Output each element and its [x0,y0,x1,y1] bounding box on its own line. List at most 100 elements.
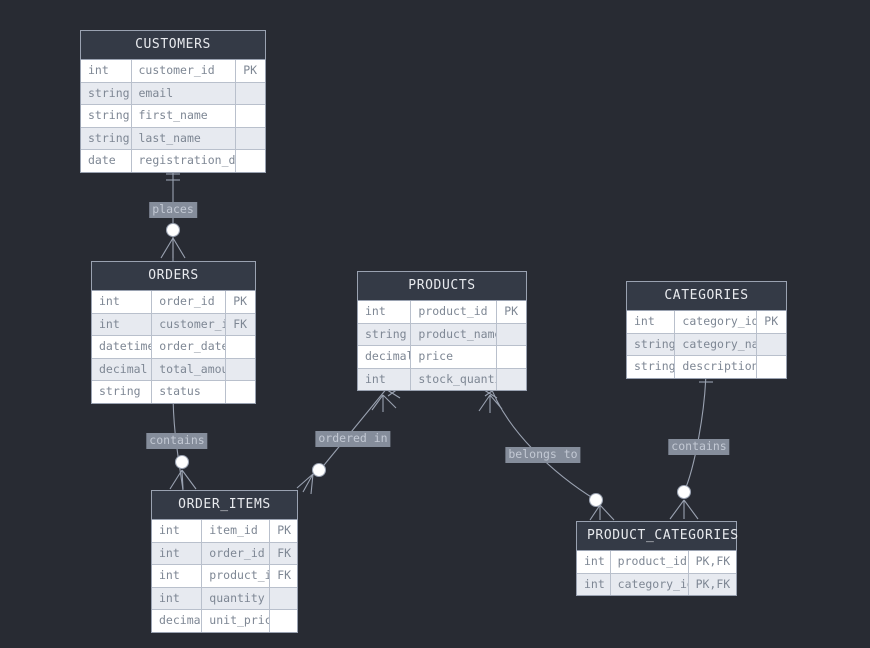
attribute-key [497,323,526,345]
attribute-key [270,587,297,609]
attribute-type: string [81,127,132,149]
attribute-name: item_id [202,520,271,542]
entity-title: PRODUCTS [358,272,526,301]
attribute-type: int [152,542,203,564]
attribute-type: int [627,311,676,333]
attribute-name: category_id [675,311,758,333]
attribute-name: last_name [131,127,237,149]
attribute-key: PK [270,520,297,542]
relationship-label-categories-product-categories: contains [668,439,730,455]
attribute-key [236,82,265,104]
attribute-name: order_date [152,336,227,358]
attribute-type: string [627,333,676,355]
attribute-name: stock_quantity [411,368,498,390]
attribute-type: date [81,150,132,172]
attribute-type: int [152,520,203,542]
attribute-name: category_id [610,573,689,595]
attribute-type: decimal [92,358,153,380]
entity-title: ORDERS [92,262,255,291]
attribute-key [236,105,265,127]
attribute-name: customer_id [131,60,237,82]
attribute-type: datetime [92,336,153,358]
attribute-key [226,381,255,403]
attribute-name: total_amount [152,358,227,380]
attribute-name: quantity [202,587,271,609]
attribute-type: int [92,291,153,313]
attribute-type: int [358,368,412,390]
attribute-name: description [675,356,758,378]
attribute-key [270,610,297,632]
attribute-name: status [152,381,227,403]
attribute-type: string [627,356,676,378]
attribute-key: FK [226,313,255,335]
attribute-name: product_name [411,323,498,345]
attribute-key: PK [236,60,265,82]
attribute-key: PK [757,311,787,333]
attribute-type: string [81,82,132,104]
attribute-key [226,336,255,358]
attribute-type: int [577,573,611,595]
entity-title: ORDER_ITEMS [152,491,297,520]
attribute-key [497,368,526,390]
attribute-key: FK [270,542,297,564]
attribute-type: string [81,105,132,127]
attribute-name: email [131,82,237,104]
attribute-key [757,356,787,378]
attribute-row: decimalunit_price [152,610,297,632]
entity-orders[interactable]: ORDERSintorder_idPKintcustomer_idFKdatet… [91,261,256,404]
attribute-name: customer_id [152,313,227,335]
attribute-type: int [358,301,412,323]
attribute-name: order_id [202,542,271,564]
attribute-name: price [411,346,498,368]
attribute-key: PK,FK [688,551,736,573]
entity-title: PRODUCT_CATEGORIES [577,522,738,551]
attribute-name: first_name [131,105,237,127]
attribute-type: int [81,60,132,82]
attribute-type: int [152,565,203,587]
attribute-key [497,346,526,368]
attribute-key: PK [497,301,526,323]
attribute-key: FK [270,565,297,587]
attribute-name: product_id [610,551,689,573]
attribute-type: int [92,313,153,335]
entity-title: CATEGORIES [627,282,786,311]
attribute-name: order_id [152,291,227,313]
attribute-key [236,150,265,172]
attribute-name: category_name [675,333,758,355]
relationship-label-customers-orders: places [149,202,197,218]
attribute-key [757,333,787,355]
attribute-name: product_id [411,301,498,323]
attribute-key: PK [226,291,255,313]
attribute-type: int [577,551,611,573]
attribute-type: decimal [152,610,203,632]
attribute-type: decimal [358,346,412,368]
attribute-key [236,127,265,149]
attribute-name: registration_date [131,150,237,172]
